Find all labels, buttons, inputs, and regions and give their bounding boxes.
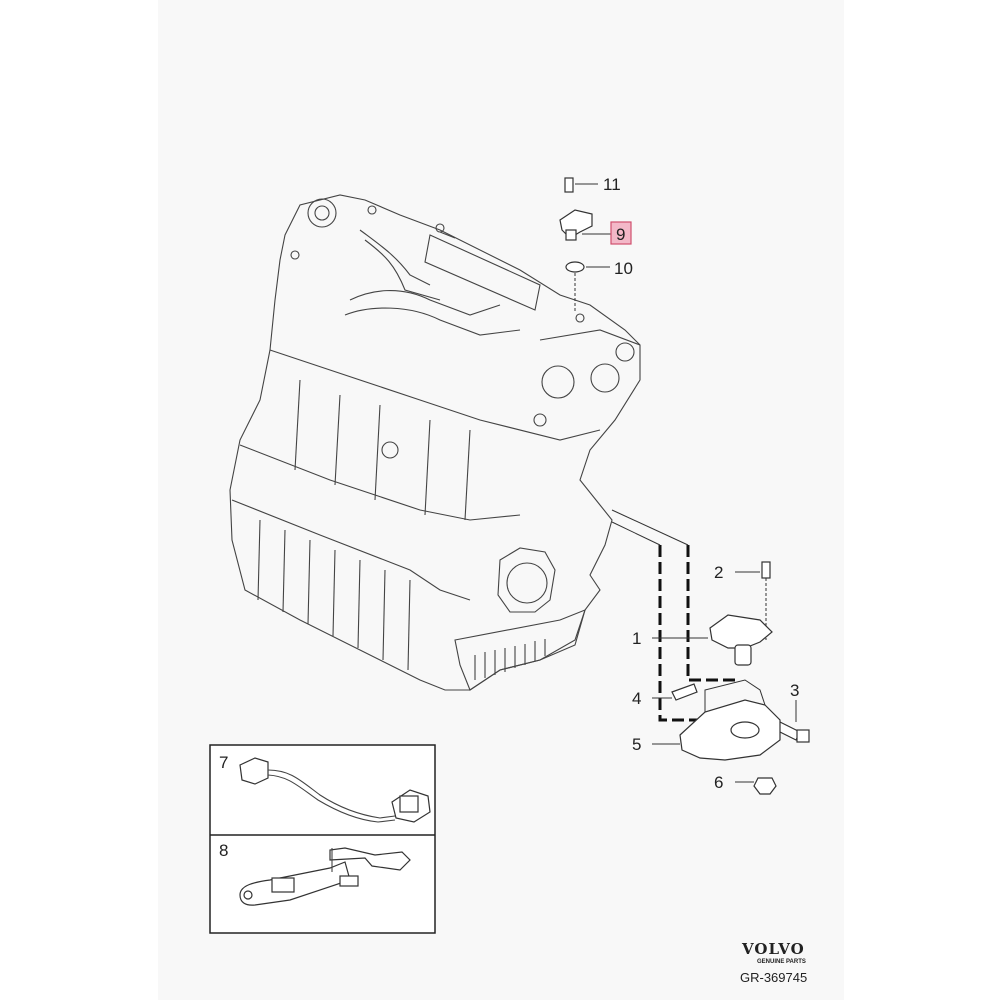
callout-11[interactable]: 11	[603, 175, 621, 194]
engine-block	[229, 194, 641, 691]
o-ring-10[interactable]	[565, 261, 585, 273]
bolt-11[interactable]	[564, 177, 574, 193]
pin-4[interactable]	[671, 683, 698, 701]
camshaft-sensor-group	[559, 177, 612, 312]
callout-5[interactable]: 5	[632, 735, 641, 754]
brand-tagline: GENUINE PARTS	[757, 959, 806, 965]
bolt-2[interactable]	[761, 561, 771, 579]
callout-9[interactable]: 9	[616, 225, 625, 244]
callout-1[interactable]: 1	[632, 629, 641, 648]
callout-8[interactable]: 8	[219, 841, 228, 860]
callout-10[interactable]: 10	[614, 259, 633, 278]
nut-6[interactable]	[753, 777, 777, 795]
callout-labels: 11 9 10 2 1 3 4 5 6	[603, 175, 799, 792]
callout-7[interactable]: 7	[219, 753, 228, 772]
harness-bracket[interactable]	[239, 847, 411, 906]
sensor-bracket[interactable]	[679, 699, 781, 761]
wiring-harness[interactable]	[239, 757, 431, 823]
callout-4[interactable]: 4	[632, 689, 641, 708]
callout-6[interactable]: 6	[714, 773, 723, 792]
inset-panel: 7 8	[209, 744, 436, 934]
brand-block: VOLVO GENUINE PARTS GR-369745	[740, 940, 807, 985]
reference-code: GR-369745	[740, 970, 807, 985]
callout-2[interactable]: 2	[714, 563, 723, 582]
callout-9-highlight	[610, 221, 632, 245]
callout-3[interactable]: 3	[790, 681, 799, 700]
brand-logo: VOLVO	[741, 940, 805, 958]
crankshaft-position-sensor[interactable]	[709, 614, 773, 649]
crankshaft-sensor-group	[611, 509, 810, 795]
